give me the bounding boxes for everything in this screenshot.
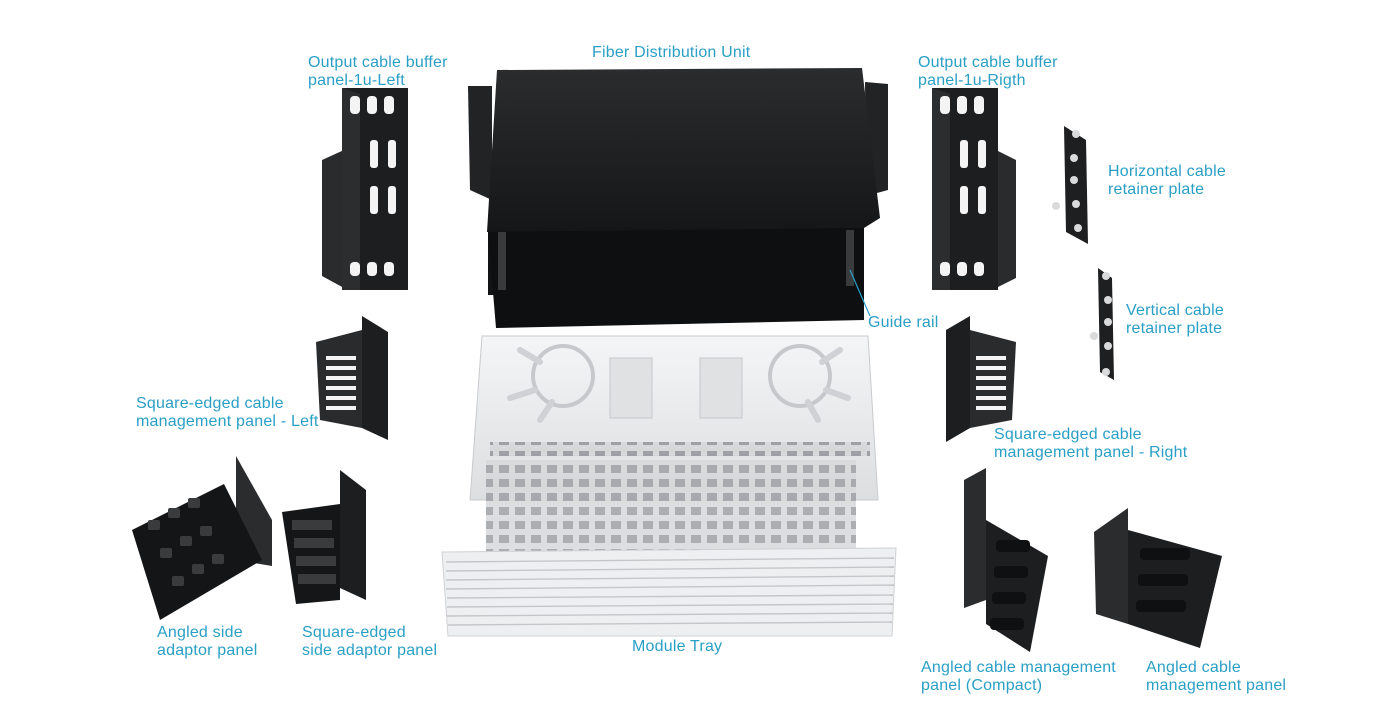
label-line: management panel - Left bbox=[136, 413, 319, 430]
label-line: Square-edged cable bbox=[136, 395, 284, 412]
label-line: management panel bbox=[1146, 677, 1287, 694]
label-line: panel-1u-Left bbox=[308, 72, 405, 89]
label-line: Angled side bbox=[157, 624, 243, 641]
label-line: retainer plate bbox=[1126, 320, 1223, 337]
label-line: side adaptor panel bbox=[302, 642, 438, 659]
output-buffer-panel-right bbox=[932, 88, 1016, 290]
label-line: Angled cable bbox=[1146, 659, 1241, 676]
label-line: Angled cable management bbox=[921, 659, 1116, 676]
label-horizontal-retainer: Horizontal cable retainer plate bbox=[1108, 163, 1226, 199]
angled-mgmt-panel-compact bbox=[964, 468, 1048, 652]
output-buffer-panel-left bbox=[322, 88, 408, 290]
label-fiber-distribution-unit: Fiber Distribution Unit bbox=[592, 44, 751, 61]
label-angled-mgmt: Angled cable management panel bbox=[1146, 659, 1286, 695]
label-line: Output cable buffer bbox=[308, 54, 448, 71]
angled-side-adaptor-panel bbox=[132, 456, 272, 620]
label-line: Square-edged bbox=[302, 624, 406, 641]
square-mgmt-panel-right bbox=[946, 316, 1016, 442]
label-output-buffer-left: Output cable buffer panel-1u-Left bbox=[308, 54, 448, 90]
label-guide-rail: Guide rail bbox=[868, 314, 939, 331]
label-line: management panel - Right bbox=[994, 444, 1188, 461]
label-line: Vertical cable bbox=[1126, 302, 1224, 319]
label-square-side-adaptor: Square-edged side adaptor panel bbox=[302, 624, 437, 660]
module-tray bbox=[441, 335, 897, 637]
label-line: retainer plate bbox=[1108, 181, 1205, 198]
label-module-tray: Module Tray bbox=[632, 638, 723, 655]
label-line: panel (Compact) bbox=[921, 677, 1043, 694]
square-mgmt-panel-left bbox=[316, 316, 388, 440]
square-side-adaptor-panel bbox=[282, 470, 366, 604]
horizontal-cable-retainer-plate bbox=[1052, 126, 1088, 244]
fiber-distribution-unit bbox=[468, 68, 888, 328]
label-square-mgmt-right: Square-edged cable management panel - Ri… bbox=[994, 426, 1187, 462]
label-angled-mgmt-compact: Angled cable management panel (Compact) bbox=[921, 659, 1116, 695]
label-vertical-retainer: Vertical cable retainer plate bbox=[1126, 302, 1224, 338]
label-line: Square-edged cable bbox=[994, 426, 1142, 443]
label-square-mgmt-left: Square-edged cable management panel - Le… bbox=[136, 395, 319, 431]
label-angled-side-adaptor: Angled side adaptor panel bbox=[157, 624, 257, 660]
label-output-buffer-right: Output cable buffer panel-1u-Rigth bbox=[918, 54, 1058, 90]
label-line: panel-1u-Rigth bbox=[918, 72, 1026, 89]
label-line: Output cable buffer bbox=[918, 54, 1058, 71]
label-line: Horizontal cable bbox=[1108, 163, 1226, 180]
label-line: adaptor panel bbox=[157, 642, 258, 659]
angled-mgmt-panel bbox=[1094, 508, 1222, 648]
vertical-cable-retainer-plate bbox=[1090, 268, 1114, 380]
